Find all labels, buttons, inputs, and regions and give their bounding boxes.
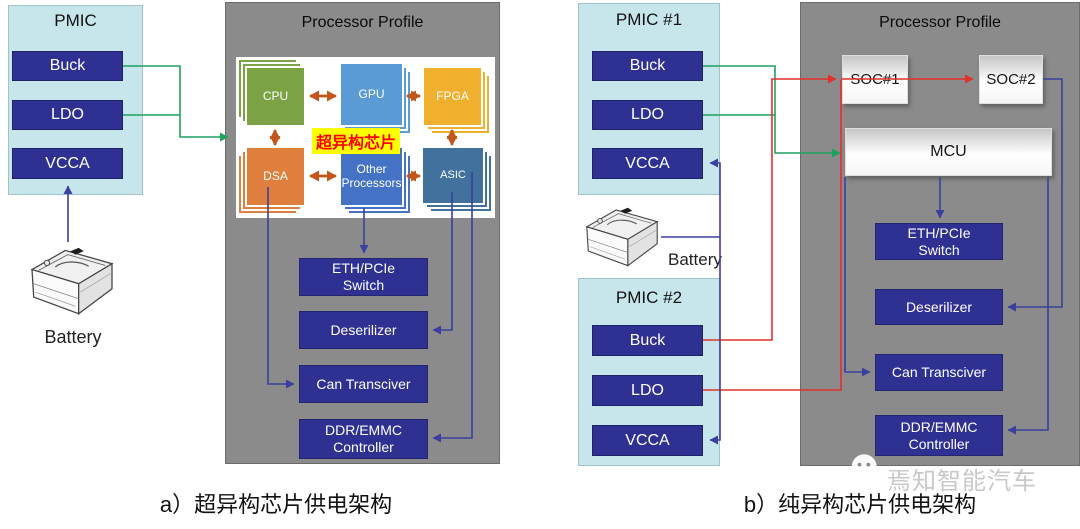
- watermark: 焉知智能汽车: [833, 452, 1063, 496]
- pmic1-title: PMIC #1: [615, 10, 683, 29]
- caption-b: b）纯异构芯片供电架构: [743, 492, 977, 517]
- pmic1-ldo: LDO: [592, 100, 703, 130]
- soc1-box: SOC#1: [842, 55, 908, 104]
- chip-dsa: DSA: [247, 148, 304, 205]
- deserilizer-a: Deserilizer: [299, 311, 428, 349]
- battery-a-label: Battery: [44, 327, 102, 347]
- watermark-text: 焉知智能汽车: [887, 468, 1037, 495]
- pmic2-buck: Buck: [592, 325, 703, 356]
- pmic2-vcca: VCCA: [592, 425, 703, 456]
- soc2-box: SOC#2: [979, 55, 1043, 104]
- battery-icon: [30, 247, 114, 315]
- pmic1-buck: Buck: [592, 51, 703, 81]
- chip-cpu: CPU: [247, 68, 304, 125]
- can-transciver-b: Can Transciver: [875, 354, 1003, 391]
- pmic-a-buck: Buck: [12, 51, 123, 81]
- ddr-emmc-controller-b: DDR/EMMC Controller: [875, 415, 1003, 456]
- battery-icon: [585, 207, 659, 267]
- pmic-a-title: PMIC: [54, 11, 97, 30]
- mcu-box: MCU: [845, 128, 1052, 176]
- pmic2-title: PMIC #2: [615, 288, 683, 307]
- pmic2-ldo: LDO: [592, 375, 703, 406]
- chip-gpu: GPU: [341, 64, 402, 125]
- eth-pcie-switch-a: ETH/PCIe Switch: [299, 258, 428, 296]
- hetero-chip-label: 超异构芯片: [312, 128, 401, 154]
- battery-b-label: Battery: [668, 250, 722, 269]
- deserilizer-b: Deserilizer: [875, 289, 1003, 325]
- eth-pcie-switch-b: ETH/PCIe Switch: [875, 223, 1003, 260]
- chat-bubble-smiley-icon: [835, 454, 877, 493]
- processor-profile-b-title: Processor Profile: [879, 14, 1001, 31]
- pmic-a-vcca: VCCA: [12, 148, 123, 179]
- ddr-emmc-controller-a: DDR/EMMC Controller: [299, 419, 428, 459]
- pmic-a-ldo: LDO: [12, 100, 123, 130]
- caption-a: a）超异构芯片供电架构: [159, 492, 393, 517]
- pmic1-vcca: VCCA: [592, 148, 703, 179]
- can-transciver-a: Can Transciver: [299, 365, 428, 403]
- processor-profile-a-title: Processor Profile: [301, 14, 424, 31]
- chip-fpga: FPGA: [424, 68, 481, 125]
- chip-other-processors: Other Processors: [341, 148, 402, 205]
- chip-asic: ASIC: [423, 148, 483, 203]
